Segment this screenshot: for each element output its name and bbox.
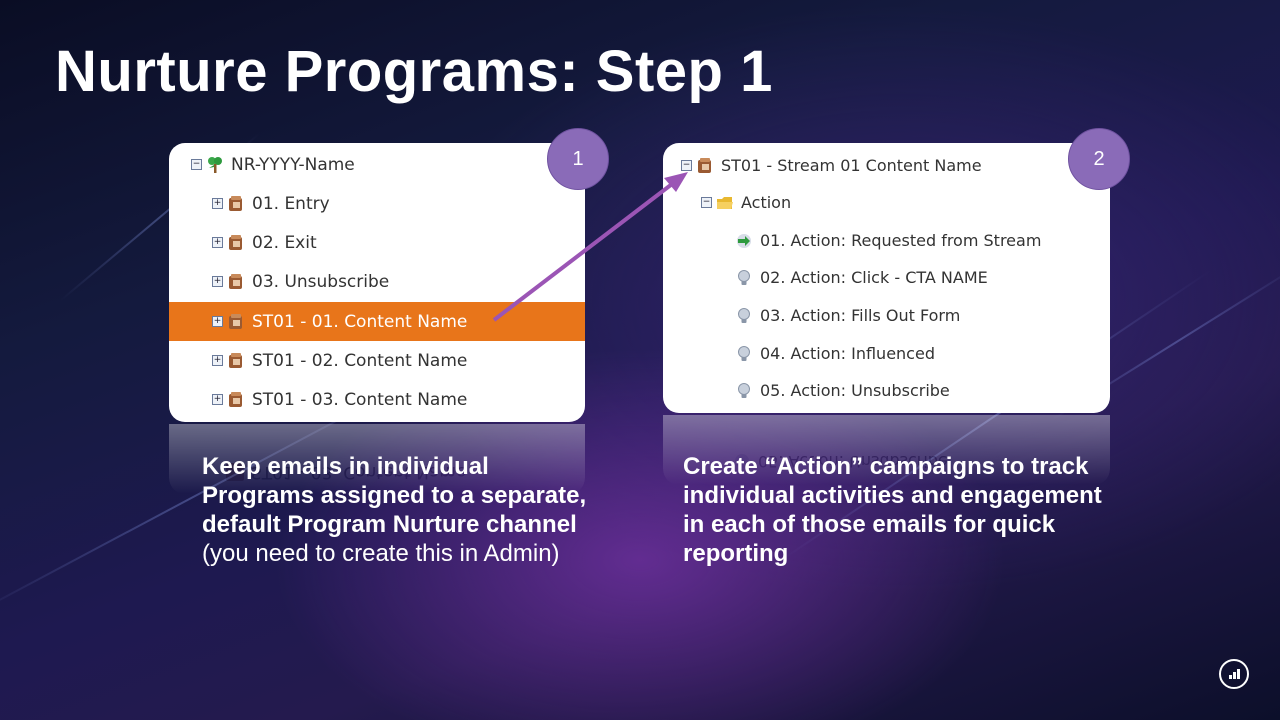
expand-toggle-icon[interactable]: + xyxy=(212,355,223,366)
tree-row-program[interactable]: + 03. Unsubscribe xyxy=(169,262,585,301)
tree-row-label: ST01 - Stream 01 Content Name xyxy=(721,156,982,175)
expand-toggle-icon[interactable]: + xyxy=(212,237,223,248)
left-caption-regular: (you need to create this in Admin) xyxy=(202,540,560,567)
expand-toggle-icon[interactable]: + xyxy=(212,394,223,405)
right-caption: Create “Action” campaigns to track indiv… xyxy=(683,453,1102,567)
nurture-program-icon xyxy=(208,156,222,173)
tree-row-campaign[interactable]: 05. Action: Unsubscribe xyxy=(663,372,1110,409)
tree-row-stream-program[interactable]: − ST01 - Stream 01 Content Name xyxy=(663,147,1110,184)
program-icon xyxy=(229,273,242,289)
program-icon xyxy=(229,313,242,329)
tree-row-nurture-program[interactable]: − NR-YYYY-Name xyxy=(169,145,585,184)
collapse-toggle-icon[interactable]: − xyxy=(191,159,202,170)
request-campaign-icon xyxy=(737,233,751,248)
step-badge-2: 2 xyxy=(1068,128,1130,190)
tree-row-program[interactable]: + 02. Exit xyxy=(169,223,585,262)
collapse-toggle-icon[interactable]: − xyxy=(681,160,692,171)
tree-row-campaign[interactable]: 04. Action: Influenced xyxy=(663,335,1110,372)
program-tree-panel: − NR-YYYY-Name + 01. Entry + 02. Exit + … xyxy=(169,143,585,422)
step-badge-1: 1 xyxy=(547,128,609,190)
left-caption-bold: Keep emails in individual Programs assig… xyxy=(202,453,587,538)
tree-row-campaign[interactable]: 03. Action: Fills Out Form xyxy=(663,297,1110,334)
logo-bars-icon xyxy=(1229,669,1240,679)
tree-row-campaign[interactable]: 02. Action: Click - CTA NAME xyxy=(663,259,1110,296)
brand-logo xyxy=(1219,659,1249,689)
tree-row-label: 02. Action: Click - CTA NAME xyxy=(760,268,988,287)
tree-row-label: 03. Unsubscribe xyxy=(252,271,390,292)
tree-row-label: NR-YYYY-Name xyxy=(231,154,355,175)
expand-toggle-icon[interactable]: + xyxy=(212,276,223,287)
smart-campaign-icon xyxy=(738,345,750,361)
tree-row-label: Action xyxy=(741,193,792,212)
tree-row-label: 01. Action: Requested from Stream xyxy=(760,231,1042,250)
tree-row-label: 04. Action: Influenced xyxy=(760,344,935,363)
tree-row-label: ST01 - 03. Content Name xyxy=(252,389,468,410)
tree-row-program[interactable]: + ST01 - 02. Content Name xyxy=(169,341,585,380)
program-icon xyxy=(229,352,242,368)
tree-row-label: ST01 - 02. Content Name xyxy=(252,350,468,371)
tree-row-program-selected[interactable]: + ST01 - 01. Content Name xyxy=(169,302,585,341)
tree-row-label: 02. Exit xyxy=(252,232,317,253)
smart-campaign-icon xyxy=(738,269,750,285)
left-caption: Keep emails in individual Programs assig… xyxy=(202,452,592,568)
campaign-tree-panel: − ST01 - Stream 01 Content Name − Action… xyxy=(663,143,1110,413)
program-icon xyxy=(229,234,242,250)
program-icon xyxy=(229,195,242,211)
tree-row-program[interactable]: + 01. Entry xyxy=(169,184,585,223)
smart-campaign-icon xyxy=(738,382,750,398)
program-icon xyxy=(698,157,711,173)
tree-row-label: ST01 - 01. Content Name xyxy=(252,311,468,332)
tree-row-program[interactable]: + ST01 - 03. Content Name xyxy=(169,380,585,419)
tree-row-label: 03. Action: Fills Out Form xyxy=(760,306,961,325)
tree-row-label: 01. Entry xyxy=(252,193,330,214)
folder-icon xyxy=(717,196,733,209)
tree-row-folder[interactable]: − Action xyxy=(663,184,1110,221)
smart-campaign-icon xyxy=(738,307,750,323)
collapse-toggle-icon[interactable]: − xyxy=(701,197,712,208)
program-icon xyxy=(229,391,242,407)
slide-title: Nurture Programs: Step 1 xyxy=(55,39,773,104)
tree-row-label: 05. Action: Unsubscribe xyxy=(760,381,950,400)
expand-toggle-icon[interactable]: + xyxy=(212,198,223,209)
tree-row-campaign[interactable]: 01. Action: Requested from Stream xyxy=(663,222,1110,259)
expand-toggle-icon[interactable]: + xyxy=(212,316,223,327)
